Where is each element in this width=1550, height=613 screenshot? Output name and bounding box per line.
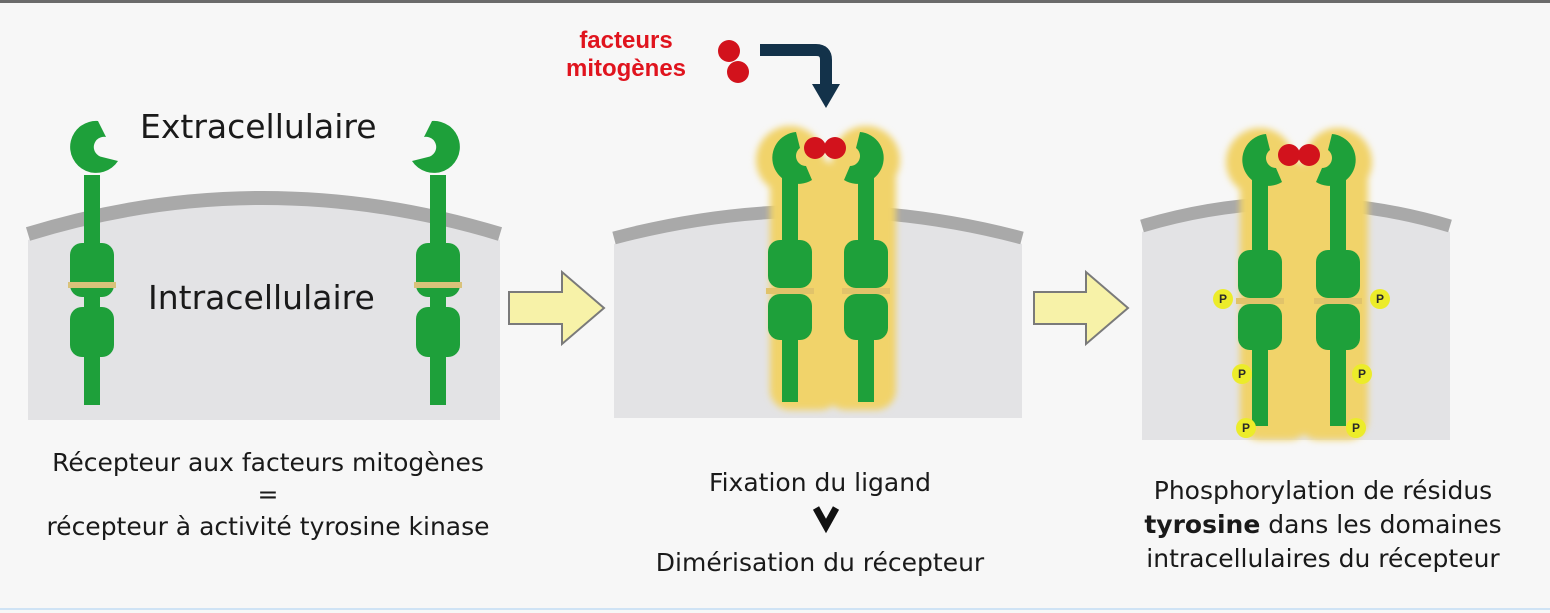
intracellular-label: Intracellulaire (148, 278, 375, 317)
caption-panel-2b: Dimérisation du récepteur (620, 546, 1020, 580)
phosphate-4: P (1352, 364, 1372, 384)
caption-2-line2: Dimérisation du récepteur (655, 548, 985, 577)
receptor-dimer-right (844, 132, 888, 402)
phosphate-6: P (1346, 418, 1366, 438)
window-top-border (0, 0, 1550, 3)
caption-3-line1: Phosphorylation de résidus (1153, 476, 1493, 505)
panel-1-receptor-monomers (25, 120, 503, 420)
ligand-approach-arrowhead (812, 84, 840, 108)
receptor-active-right (1316, 134, 1360, 426)
ligand-label: facteurs mitogènes (556, 27, 696, 83)
caption-2-line1: Fixation du ligand (709, 468, 931, 497)
window-bottom-border (0, 608, 1550, 610)
caption-panel-2: Fixation du ligand (620, 466, 1020, 500)
caption-1-line1: Récepteur aux facteurs mitogènes (52, 448, 484, 477)
caption-panel-3: Phosphorylation de résidus tyrosine dans… (1108, 474, 1538, 576)
process-arrow-2 (1033, 269, 1130, 347)
panel-1-cytoplasm (28, 204, 500, 420)
extracellular-label: Extracellulaire (140, 107, 377, 146)
phosphate-5: P (1236, 418, 1256, 438)
caption-3-line2: tyrosine dans les domaines (1108, 508, 1538, 542)
panel-2-ligand-binding (612, 126, 1024, 418)
caption-panel-1: Récepteur aux facteurs mitogènes = récep… (18, 446, 518, 544)
kinase-gap-right (414, 282, 462, 288)
ligand-approach-arrow (760, 44, 832, 88)
receptor-dimer-left (768, 132, 812, 402)
kinase-gap-left (68, 282, 116, 288)
caption-3-line2-rest: dans les domaines (1260, 510, 1502, 539)
phosphate-3: P (1232, 364, 1252, 384)
bound-ligand (804, 137, 846, 159)
ligand-label-line1: facteurs (579, 27, 673, 54)
process-arrow-1 (508, 269, 606, 347)
down-arrow-icon (812, 506, 840, 534)
phosphate-2: P (1370, 289, 1390, 309)
free-ligand (718, 40, 749, 83)
bound-ligand-active (1278, 144, 1320, 166)
phosphate-1: P (1213, 289, 1233, 309)
caption-1-line3: récepteur à activité tyrosine kinase (46, 512, 490, 541)
caption-3-line3: intracellulaires du récepteur (1146, 544, 1500, 573)
panel-3-phosphorylation (1140, 128, 1452, 440)
caption-3-bold-word: tyrosine (1144, 510, 1261, 539)
ligand-label-line2: mitogènes (565, 55, 687, 82)
caption-1-line2: = (257, 480, 279, 509)
